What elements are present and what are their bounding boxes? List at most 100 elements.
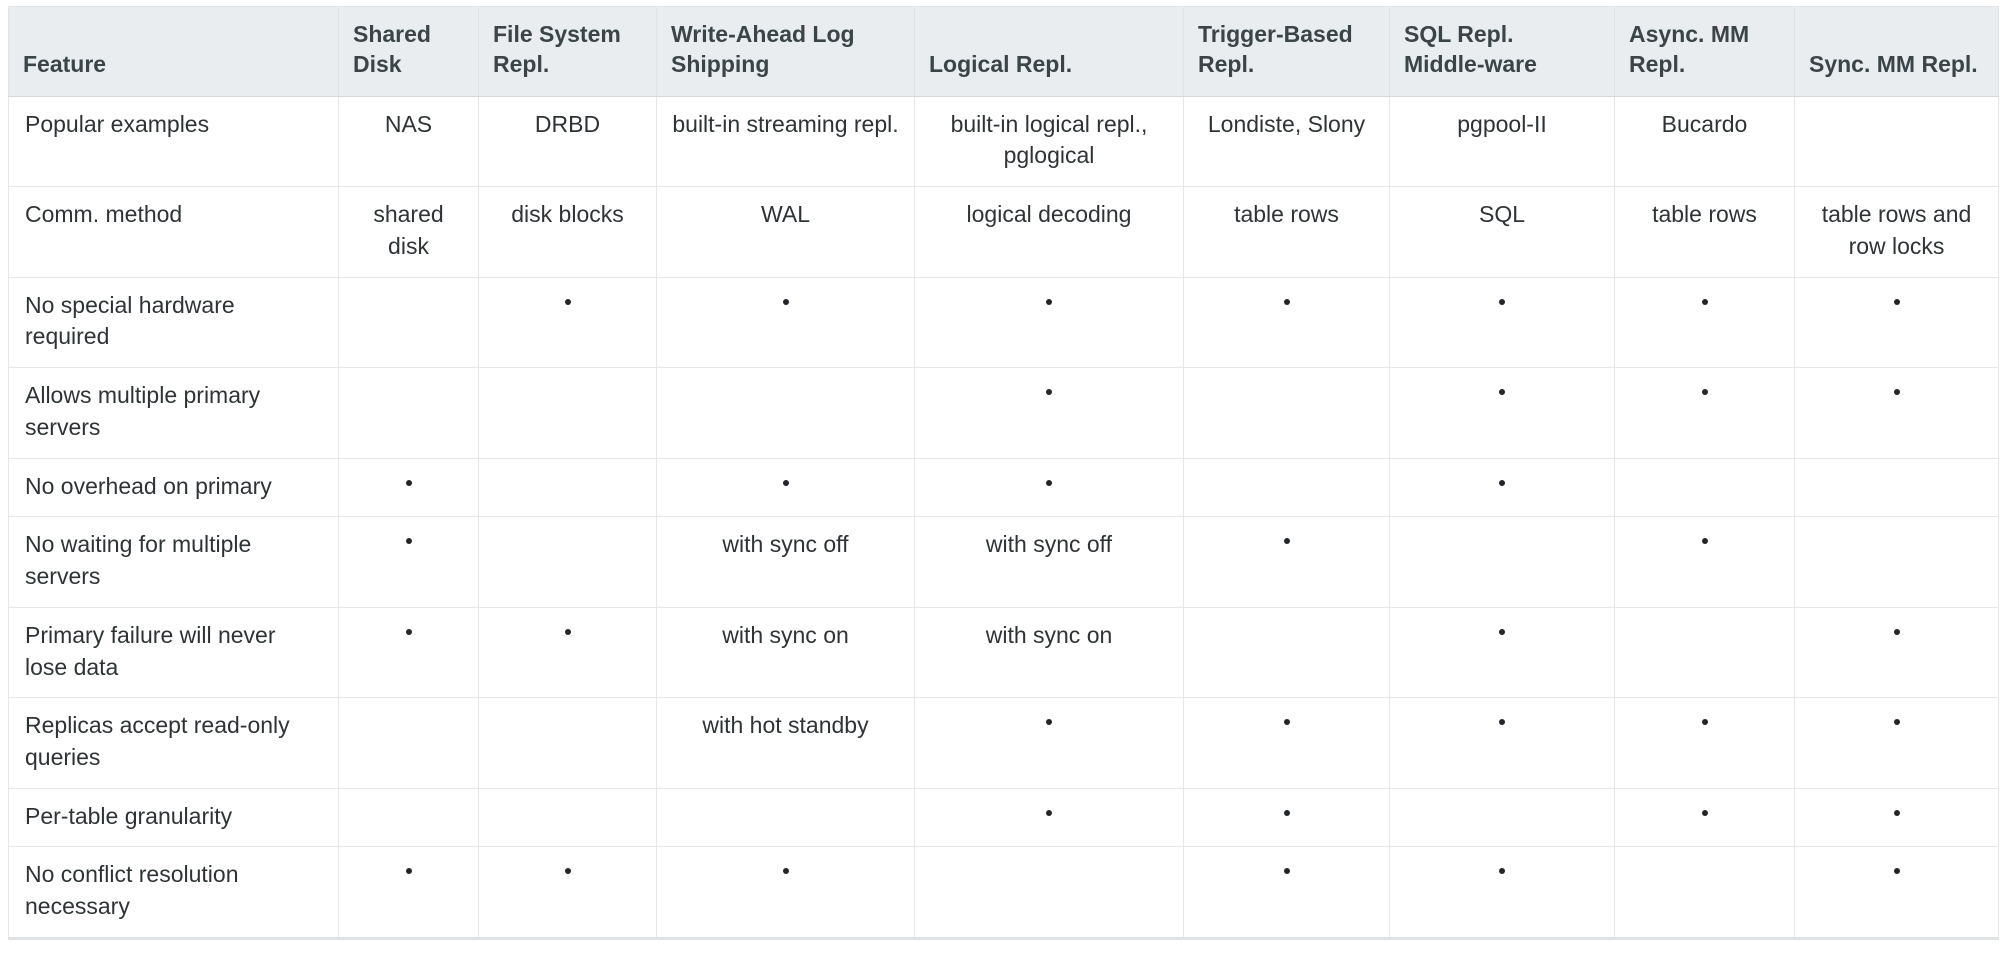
cell-shared-supported bbox=[338, 516, 479, 608]
column-header-trigger: Trigger-Based Repl. bbox=[1183, 6, 1390, 97]
cell-fs: disk blocks bbox=[478, 186, 657, 278]
bullet-dot-icon bbox=[1893, 719, 1900, 726]
bullet-dot-icon bbox=[1893, 298, 1900, 305]
bullet-dot-icon bbox=[1046, 479, 1052, 486]
cell-shared-empty bbox=[338, 367, 479, 459]
cell-sync-supported bbox=[1794, 367, 1999, 459]
table-row: No special hardware required bbox=[8, 276, 1999, 369]
bullet-dot-icon bbox=[405, 479, 412, 486]
cell-sql-supported bbox=[1389, 367, 1615, 459]
cell-wal-supported bbox=[656, 846, 915, 940]
cell-wal: WAL bbox=[656, 186, 915, 278]
cell-sql-empty bbox=[1389, 787, 1615, 848]
bullet-dot-icon bbox=[564, 628, 571, 635]
cell-wal-empty bbox=[656, 367, 915, 459]
cell-fs-empty bbox=[478, 697, 657, 789]
feature-label: No waiting for multiple servers bbox=[8, 516, 339, 608]
cell-wal: with sync off bbox=[656, 516, 915, 608]
cell-logical-supported bbox=[914, 787, 1184, 848]
bullet-dot-icon bbox=[1701, 538, 1708, 545]
feature-label: Replicas accept read-only queries bbox=[8, 697, 339, 789]
feature-label: Allows multiple primary servers bbox=[8, 367, 339, 459]
cell-logical: with sync off bbox=[914, 516, 1184, 608]
bullet-dot-icon bbox=[1046, 389, 1052, 396]
cell-sync-supported bbox=[1794, 697, 1999, 789]
cell-wal: built-in streaming repl. bbox=[656, 95, 915, 188]
cell-wal-supported bbox=[656, 276, 915, 369]
cell-sql-supported bbox=[1389, 276, 1615, 369]
cell-trigger: Londiste, Slony bbox=[1183, 95, 1390, 188]
bullet-dot-icon bbox=[1499, 628, 1505, 635]
table-row: Allows multiple primary servers bbox=[8, 367, 1999, 459]
cell-sql-empty bbox=[1389, 516, 1615, 608]
cell-async-empty bbox=[1614, 846, 1795, 940]
bullet-dot-icon bbox=[1283, 868, 1290, 875]
cell-sync-supported bbox=[1794, 787, 1999, 848]
cell-sql-supported bbox=[1389, 846, 1615, 940]
cell-fs-empty bbox=[478, 367, 657, 459]
feature-label: No conflict resolution necessary bbox=[8, 846, 339, 940]
cell-trigger-supported bbox=[1183, 276, 1390, 369]
bullet-dot-icon bbox=[1046, 719, 1052, 726]
column-header-shared: Shared Disk bbox=[338, 6, 479, 97]
column-header-feature: Feature bbox=[8, 6, 339, 97]
cell-trigger-supported bbox=[1183, 787, 1390, 848]
cell-async-supported bbox=[1614, 697, 1795, 789]
cell-shared-supported bbox=[338, 606, 479, 699]
cell-trigger: table rows bbox=[1183, 186, 1390, 278]
table-row: No overhead on primary bbox=[8, 457, 1999, 518]
cell-shared: shared disk bbox=[338, 186, 479, 278]
cell-logical-supported bbox=[914, 457, 1184, 518]
column-header-async: Async. MM Repl. bbox=[1614, 6, 1795, 97]
bullet-dot-icon bbox=[1046, 809, 1052, 816]
bullet-dot-icon bbox=[1499, 868, 1505, 875]
bullet-dot-icon bbox=[1701, 809, 1708, 816]
cell-shared-supported bbox=[338, 457, 479, 518]
bullet-dot-icon bbox=[1701, 389, 1708, 396]
cell-sync-empty bbox=[1794, 457, 1999, 518]
cell-logical-empty bbox=[914, 846, 1184, 940]
cell-logical: built-in logical repl., pglogical bbox=[914, 95, 1184, 188]
table-row: No conflict resolution necessary bbox=[8, 846, 1999, 940]
cell-async-empty bbox=[1614, 457, 1795, 518]
cell-fs: DRBD bbox=[478, 95, 657, 188]
feature-label: Primary failure will never lose data bbox=[8, 606, 339, 699]
cell-sync: table rows and row locks bbox=[1794, 186, 1999, 278]
bullet-dot-icon bbox=[1893, 389, 1900, 396]
cell-trigger-empty bbox=[1183, 367, 1390, 459]
bullet-dot-icon bbox=[1499, 479, 1505, 486]
cell-logical-supported bbox=[914, 276, 1184, 369]
bullet-dot-icon bbox=[405, 628, 412, 635]
cell-sql-supported bbox=[1389, 606, 1615, 699]
table-row: Per-table granularity bbox=[8, 787, 1999, 848]
cell-trigger-supported bbox=[1183, 697, 1390, 789]
feature-label: Comm. method bbox=[8, 186, 339, 278]
cell-wal-supported bbox=[656, 457, 915, 518]
cell-trigger-empty bbox=[1183, 457, 1390, 518]
cell-sql: pgpool-II bbox=[1389, 95, 1615, 188]
cell-sync-empty bbox=[1794, 95, 1999, 188]
cell-fs-empty bbox=[478, 787, 657, 848]
cell-fs-empty bbox=[478, 457, 657, 518]
column-header-wal: Write-Ahead Log Shipping bbox=[656, 6, 915, 97]
cell-shared-empty bbox=[338, 787, 479, 848]
cell-async-supported bbox=[1614, 367, 1795, 459]
cell-sync-supported bbox=[1794, 606, 1999, 699]
cell-fs-supported bbox=[478, 276, 657, 369]
cell-trigger-empty bbox=[1183, 606, 1390, 699]
cell-sql: SQL bbox=[1389, 186, 1615, 278]
bullet-dot-icon bbox=[1701, 298, 1708, 305]
cell-trigger-supported bbox=[1183, 846, 1390, 940]
column-header-sync: Sync. MM Repl. bbox=[1794, 6, 1999, 97]
bullet-dot-icon bbox=[1499, 389, 1505, 396]
cell-sql-supported bbox=[1389, 457, 1615, 518]
cell-async-supported bbox=[1614, 516, 1795, 608]
bullet-dot-icon bbox=[1046, 298, 1052, 305]
bullet-dot-icon bbox=[1893, 868, 1900, 875]
feature-label: No special hardware required bbox=[8, 276, 339, 369]
